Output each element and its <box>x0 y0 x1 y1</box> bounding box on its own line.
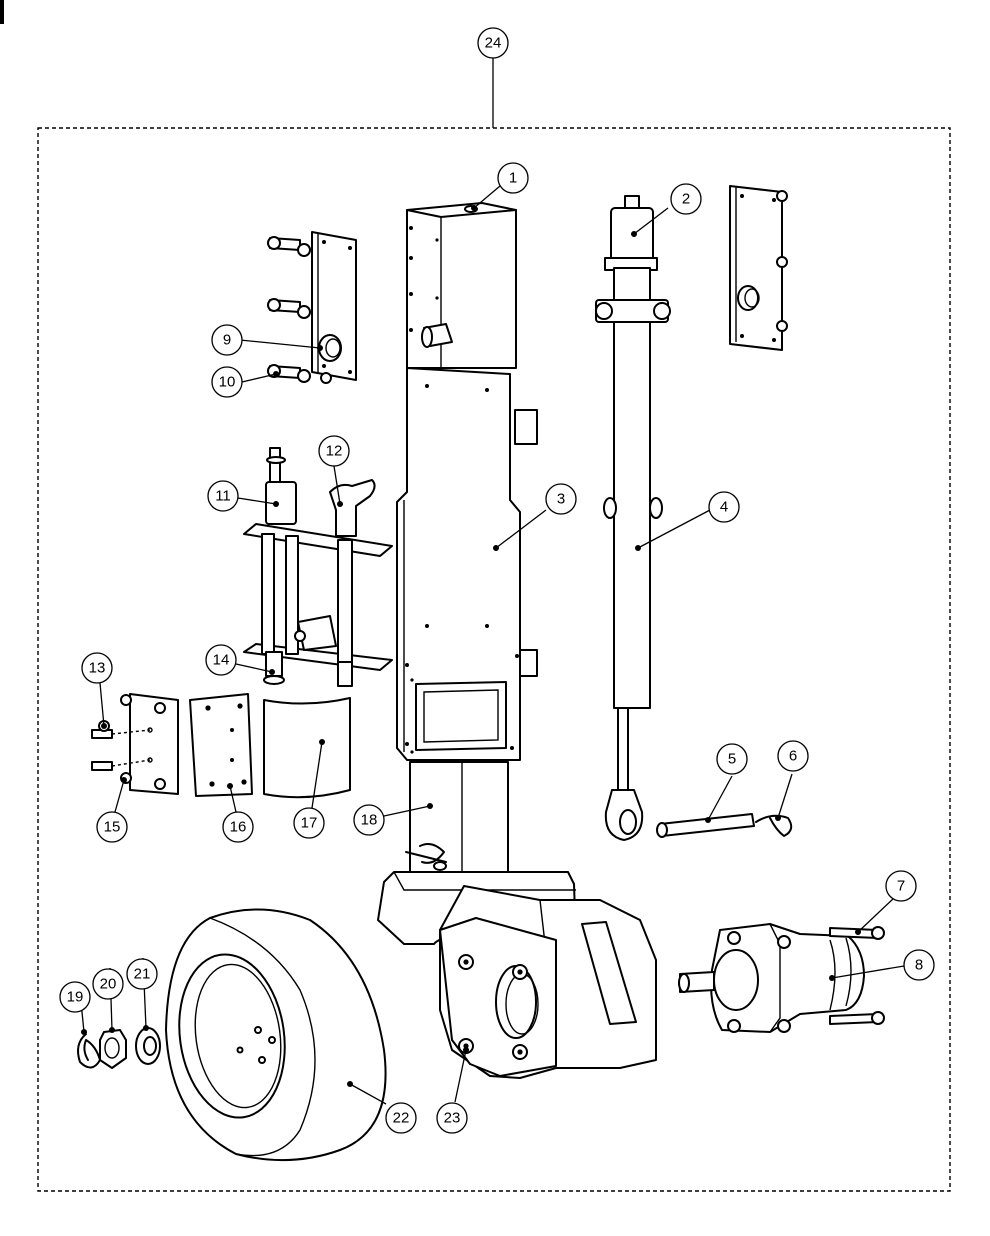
callout-20: 20 <box>92 968 124 1000</box>
leader-lines <box>78 185 905 1105</box>
svg-text:23: 23 <box>444 1110 461 1127</box>
wheel <box>165 908 387 1162</box>
circlip-nut-washer <box>77 1027 161 1069</box>
svg-text:14: 14 <box>213 652 230 669</box>
svg-text:4: 4 <box>720 499 728 516</box>
outer-column <box>396 202 538 761</box>
hub-motor <box>678 923 885 1033</box>
callout-16: 16 <box>222 811 254 843</box>
svg-text:18: 18 <box>361 812 378 829</box>
svg-text:15: 15 <box>104 819 121 836</box>
svg-text:5: 5 <box>728 751 736 768</box>
handle-bracket <box>243 447 393 687</box>
svg-text:6: 6 <box>789 748 797 765</box>
rubber-pad <box>263 697 351 799</box>
callout-21: 21 <box>126 958 158 990</box>
callout-15: 15 <box>96 811 128 843</box>
callout-23: 23 <box>436 1102 468 1134</box>
callout-5: 5 <box>716 743 748 775</box>
svg-text:13: 13 <box>89 660 106 677</box>
assembly-frame <box>37 127 951 1192</box>
svg-text:21: 21 <box>134 966 151 983</box>
callout-22: 22 <box>385 1102 417 1134</box>
inner-tube-foot <box>377 761 657 1079</box>
svg-text:17: 17 <box>301 815 318 832</box>
svg-text:16: 16 <box>230 819 247 836</box>
callout-2: 2 <box>670 183 702 215</box>
callout-14: 14 <box>205 644 237 676</box>
left-mounting-plate <box>267 231 357 384</box>
svg-text:20: 20 <box>100 976 117 993</box>
svg-text:9: 9 <box>223 332 231 349</box>
callout-13: 13 <box>81 652 113 684</box>
side-plates <box>91 693 253 797</box>
svg-text:22: 22 <box>393 1110 410 1127</box>
svg-text:3: 3 <box>557 491 565 508</box>
corner-mark <box>0 0 4 24</box>
callout-10: 10 <box>211 366 243 398</box>
callout-4: 4 <box>708 491 740 523</box>
callout-9: 9 <box>211 324 243 356</box>
callout-6: 6 <box>777 740 809 772</box>
callout-8: 8 <box>903 949 935 981</box>
svg-text:24: 24 <box>485 35 502 52</box>
callout-18: 18 <box>353 804 385 836</box>
callout-11: 11 <box>207 480 239 512</box>
callout-3: 3 <box>545 483 577 515</box>
callout-19: 19 <box>59 981 91 1013</box>
actuator <box>595 195 671 841</box>
svg-text:12: 12 <box>326 443 343 460</box>
svg-text:1: 1 <box>509 170 517 187</box>
callout-12: 12 <box>318 435 350 467</box>
callout-7: 7 <box>885 870 917 902</box>
svg-text:10: 10 <box>219 374 236 391</box>
callout-1: 1 <box>497 162 529 194</box>
svg-text:11: 11 <box>215 488 231 505</box>
callout-24: 24 <box>477 27 509 59</box>
svg-text:7: 7 <box>897 878 905 895</box>
svg-text:2: 2 <box>682 191 690 208</box>
top-right-mounting-plate <box>729 185 788 351</box>
svg-text:8: 8 <box>915 957 923 974</box>
callout-17: 17 <box>293 807 325 839</box>
pin-and-clip <box>656 813 793 838</box>
svg-text:19: 19 <box>67 989 84 1006</box>
